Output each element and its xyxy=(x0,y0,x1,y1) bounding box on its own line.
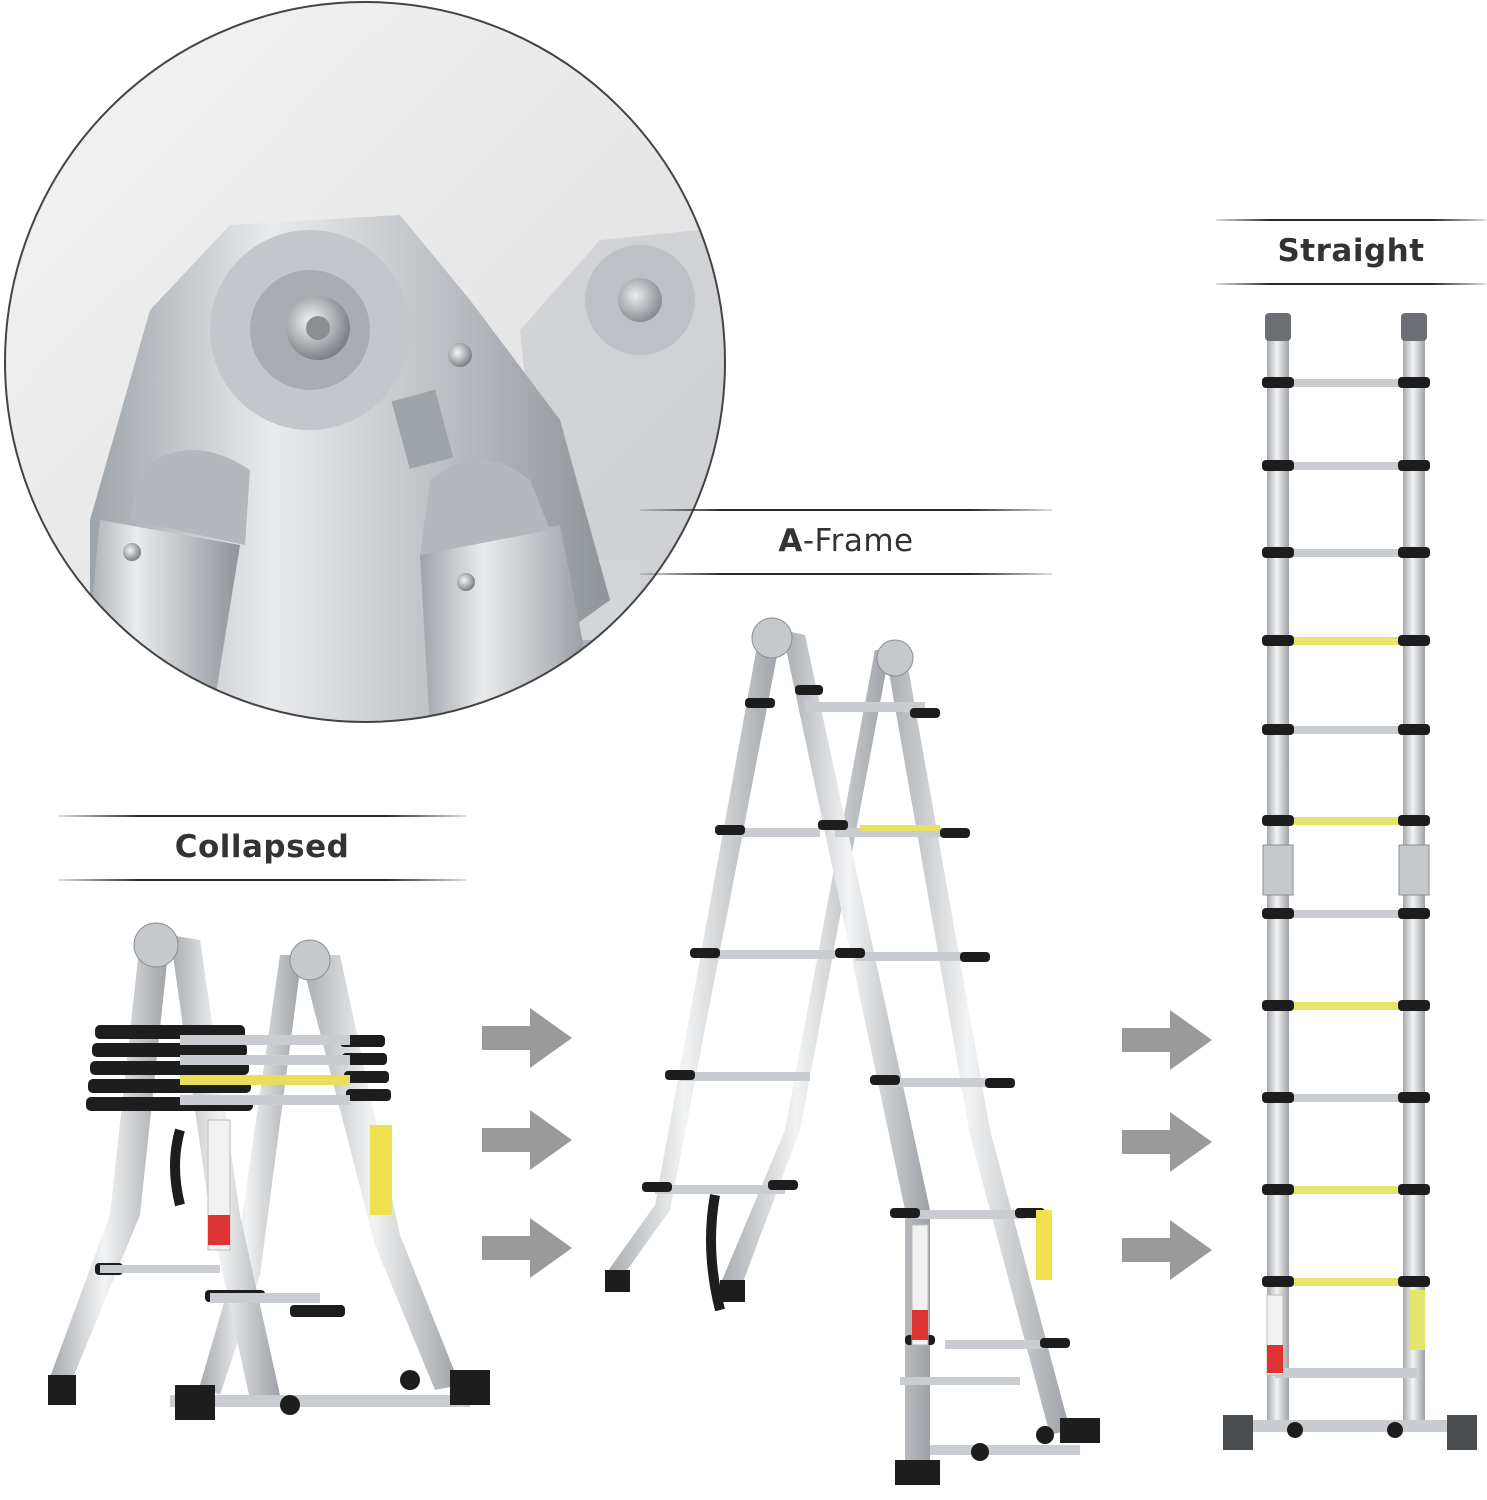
divider-line xyxy=(1216,219,1486,221)
straight-label-block: Straight xyxy=(1216,219,1486,285)
right-arrow-icon xyxy=(482,1110,572,1170)
divider-line xyxy=(1216,283,1486,285)
aframe-label-block: A-Frame xyxy=(640,509,1052,575)
right-arrow-icon xyxy=(482,1008,572,1068)
collapsed-label-block: Collapsed xyxy=(58,815,466,881)
right-arrow-icon xyxy=(1122,1220,1212,1280)
right-arrow-icon xyxy=(482,1218,572,1278)
right-arrow-icon xyxy=(1122,1112,1212,1172)
aframe-label-rest: -Frame xyxy=(802,523,914,559)
collapsed-ladder-image xyxy=(48,922,490,1420)
straight-label: Straight xyxy=(1277,233,1425,269)
collapsed-label: Collapsed xyxy=(174,829,350,865)
divider-line xyxy=(58,879,466,881)
aframe-label: A-Frame xyxy=(778,511,913,573)
divider-line xyxy=(58,815,466,817)
aframe-ladder-image xyxy=(605,617,1100,1485)
divider-line xyxy=(640,509,1052,511)
hinge-detail-image xyxy=(4,1,726,723)
straight-ladder-image xyxy=(1223,313,1477,1450)
divider-line xyxy=(640,573,1052,575)
aframe-label-bold: A xyxy=(778,523,803,559)
right-arrow-icon xyxy=(1122,1010,1212,1070)
